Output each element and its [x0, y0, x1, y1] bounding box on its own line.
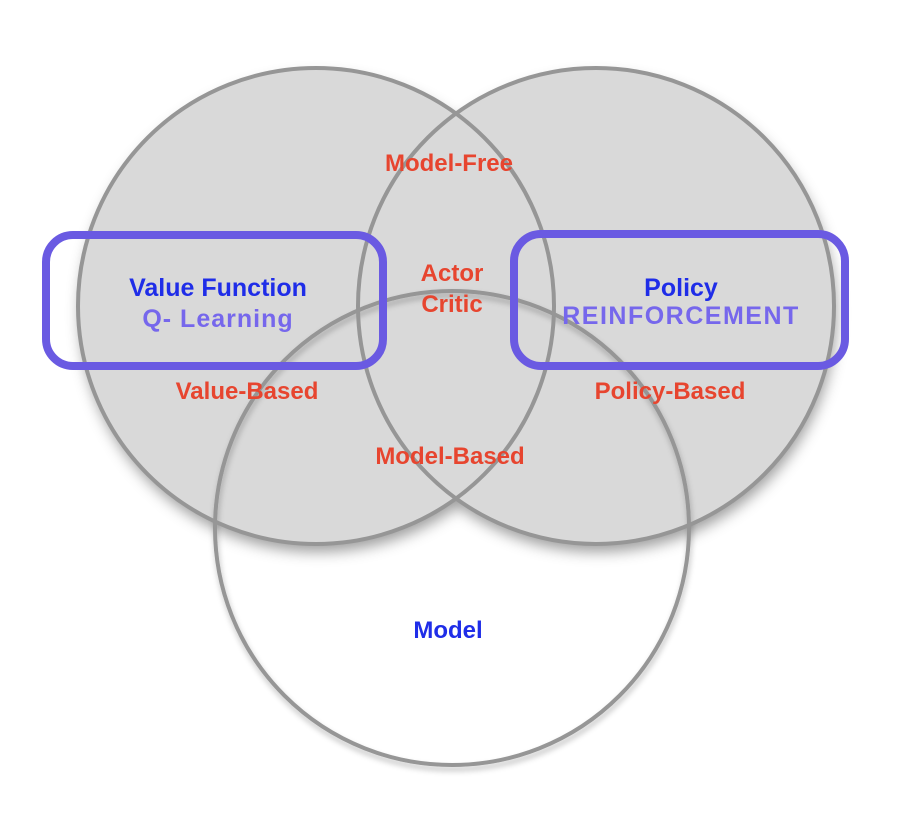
value-based-label: Value-Based [176, 378, 319, 405]
critic-label: Critic [421, 291, 482, 318]
policy-based-label: Policy-Based [595, 378, 746, 405]
q-learning-label: Q- Learning [142, 305, 293, 333]
model-free-label: Model-Free [385, 150, 513, 177]
model-circle [213, 289, 691, 767]
model-based-label: Model-Based [375, 443, 524, 470]
value-function-label: Value Function [129, 274, 307, 302]
reinforcement-label: REINFORCEMENT [562, 302, 800, 330]
policy-label: Policy [644, 274, 718, 302]
value-based-circle-outline [76, 66, 556, 546]
value-function-box [42, 231, 387, 370]
policy-based-circle-fill [358, 68, 834, 544]
model-label: Model [413, 617, 482, 644]
policy-based-circle-outline [356, 66, 836, 546]
policy-box [510, 230, 849, 370]
actor-label: Actor [421, 260, 484, 287]
